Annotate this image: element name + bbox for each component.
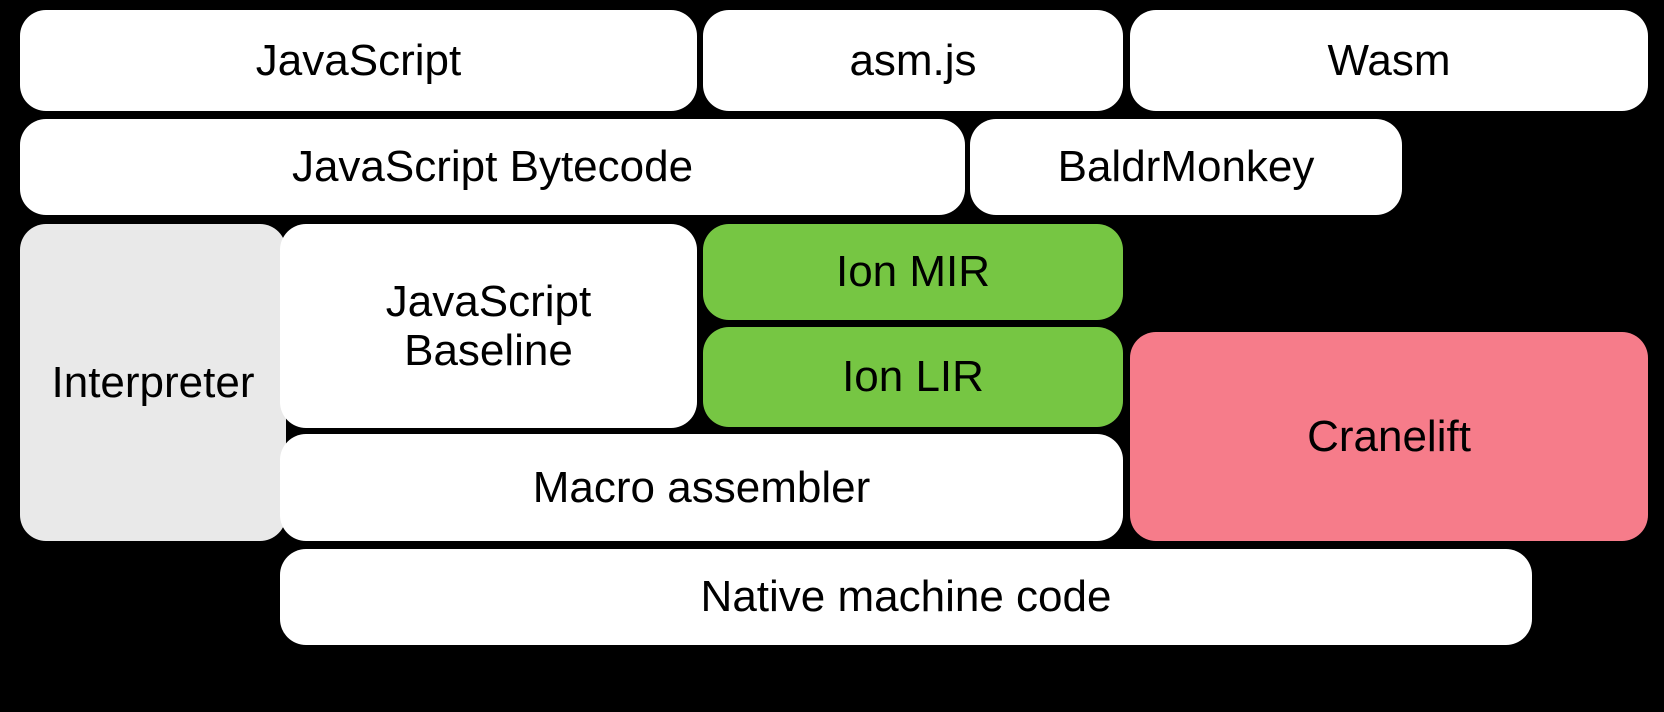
node-native-machine-code[interactable]: Native machine code: [280, 549, 1532, 645]
node-javascript-label: JavaScript: [255, 35, 462, 85]
node-ion-mir-label: Ion MIR: [835, 247, 991, 297]
node-ion-lir[interactable]: Ion LIR: [703, 327, 1123, 427]
node-javascript-baseline[interactable]: JavaScript Baseline: [280, 224, 697, 428]
node-wasm-label: Wasm: [1327, 35, 1451, 85]
node-native-machine-code-label: Native machine code: [700, 572, 1112, 622]
node-javascript-bytecode[interactable]: JavaScript Bytecode: [20, 119, 965, 215]
node-baldrmonkey-label: BaldrMonkey: [1057, 142, 1315, 192]
node-cranelift[interactable]: Cranelift: [1130, 332, 1648, 541]
node-javascript-bytecode-label: JavaScript Bytecode: [291, 142, 694, 192]
node-ion-mir[interactable]: Ion MIR: [703, 224, 1123, 320]
node-baldrmonkey[interactable]: BaldrMonkey: [970, 119, 1402, 215]
node-interpreter-label: Interpreter: [51, 357, 255, 407]
node-wasm[interactable]: Wasm: [1130, 10, 1648, 111]
node-macro-assembler-label: Macro assembler: [532, 462, 871, 512]
node-ion-lir-label: Ion LIR: [842, 352, 984, 402]
node-macro-assembler[interactable]: Macro assembler: [280, 434, 1123, 541]
node-interpreter[interactable]: Interpreter: [20, 224, 286, 541]
node-javascript-baseline-label: JavaScript Baseline: [385, 276, 592, 375]
node-javascript[interactable]: JavaScript: [20, 10, 697, 111]
node-asm-js-label: asm.js: [849, 35, 977, 85]
node-asm-js[interactable]: asm.js: [703, 10, 1123, 111]
node-cranelift-label: Cranelift: [1307, 411, 1471, 461]
